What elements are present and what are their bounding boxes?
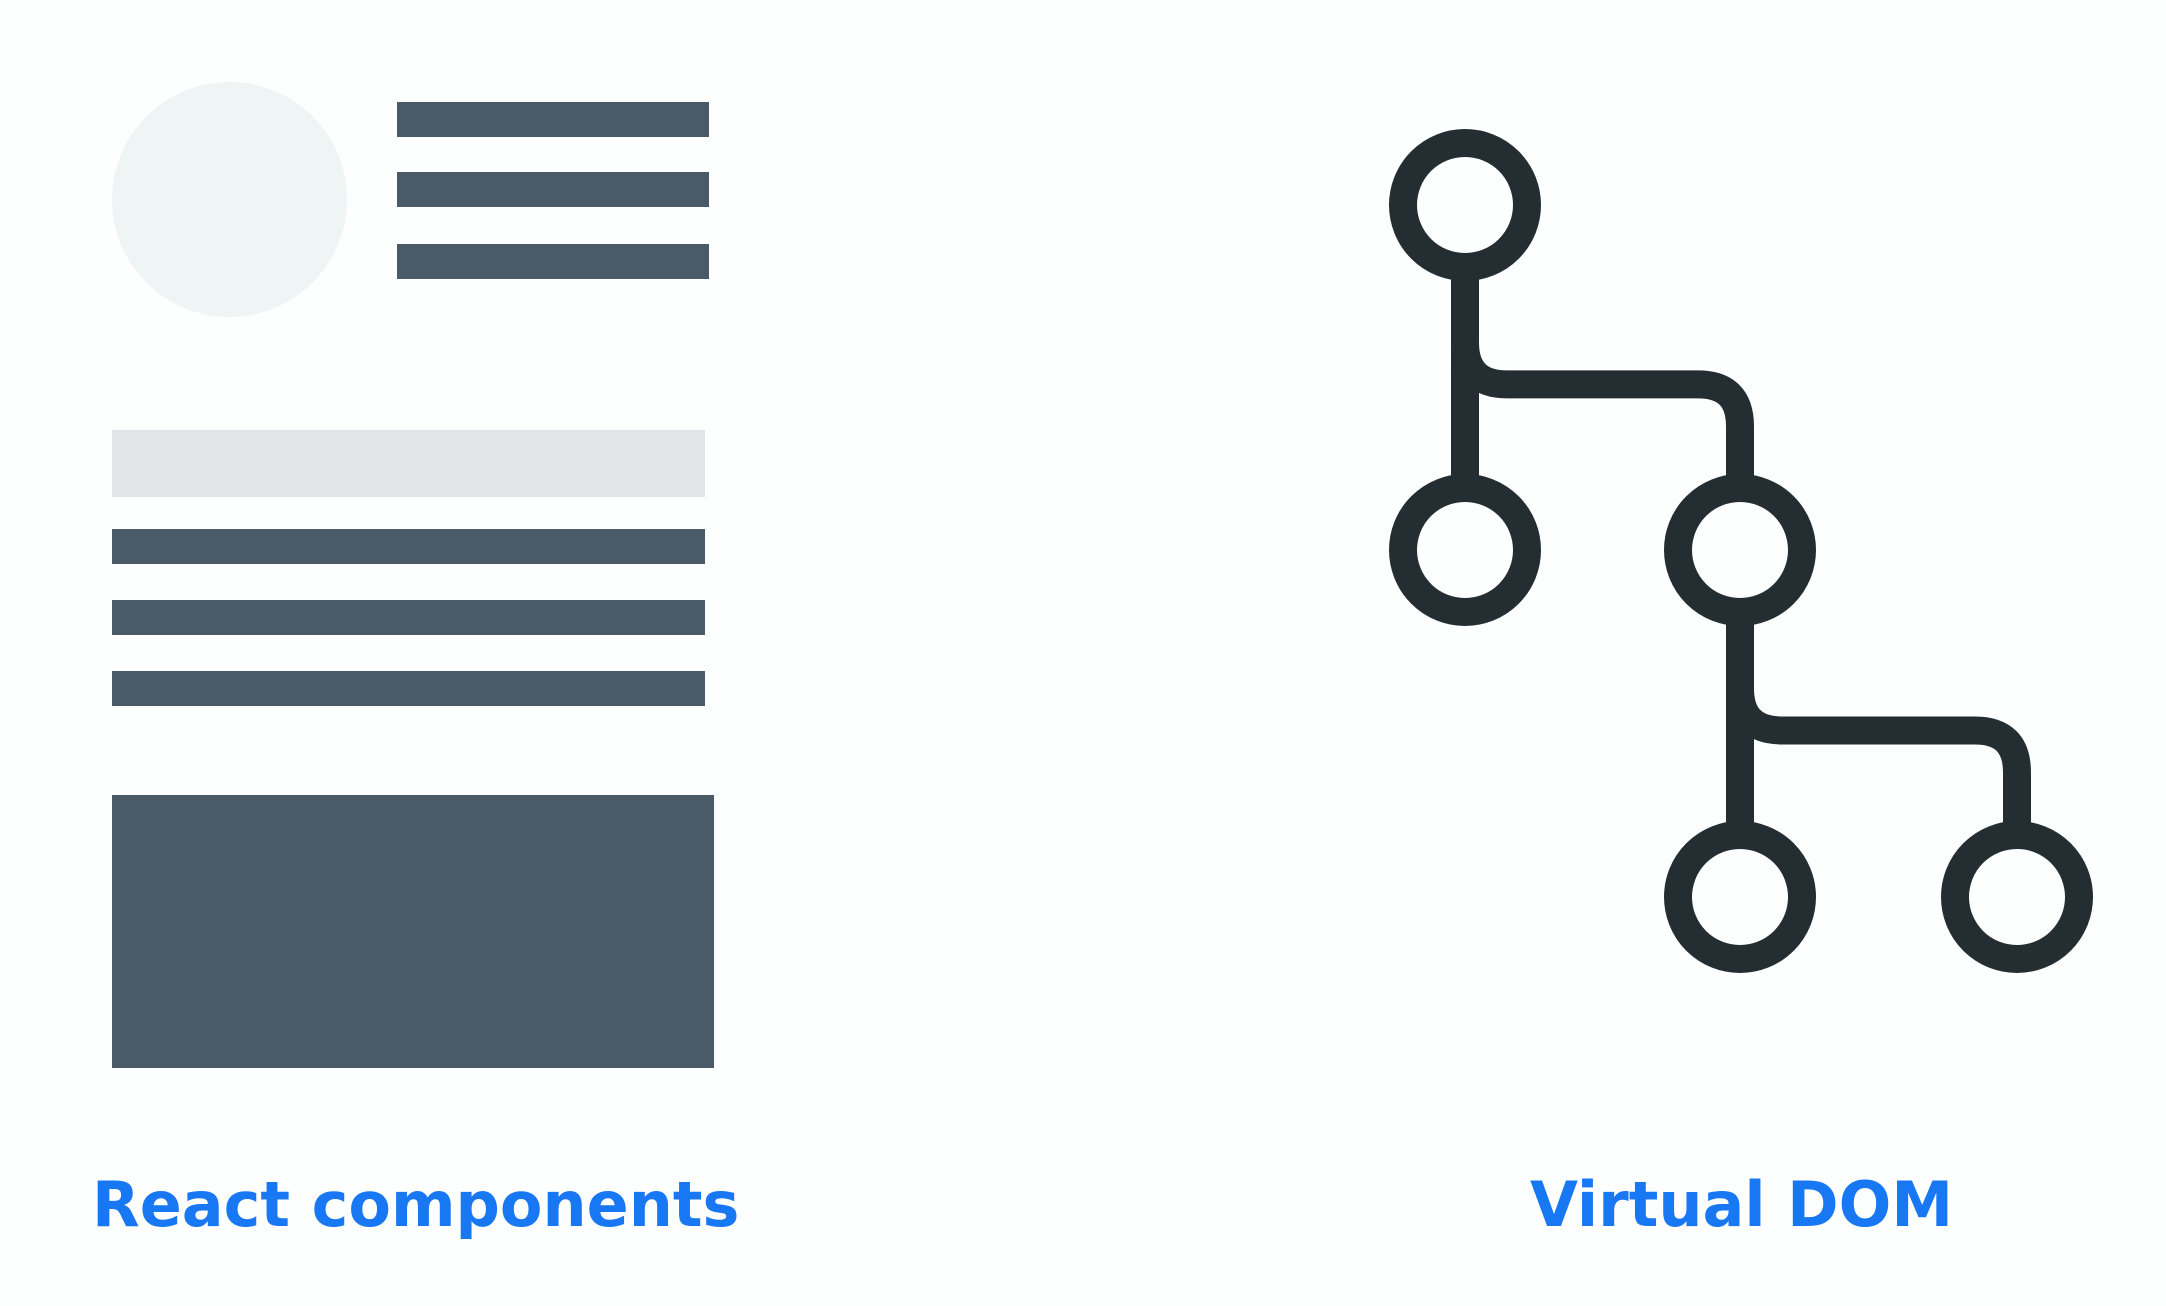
header-text-line <box>397 244 709 279</box>
tree-node-child-right <box>1664 474 1816 626</box>
body-text-line <box>112 671 705 706</box>
tree-edge-child-right-to-grandchild-right <box>1726 612 2031 835</box>
header-text-line <box>397 102 709 137</box>
body-text-line <box>112 600 705 635</box>
image-placeholder-block <box>112 795 714 1068</box>
virtual-dom-caption: Virtual DOM <box>1530 1168 1954 1241</box>
tree-node-grandchild-left <box>1664 821 1816 973</box>
header-text-line <box>397 172 709 207</box>
tree-node-child-left <box>1389 474 1541 626</box>
tree-node-grandchild-right <box>1941 821 2093 973</box>
body-text-line <box>112 529 705 564</box>
tree-node-root <box>1389 129 1541 281</box>
react-components-wireframe-icon <box>0 0 1000 1306</box>
avatar-placeholder <box>112 82 347 317</box>
react-components-caption: React components <box>92 1168 740 1241</box>
tree-edge-root-to-child-right <box>1451 267 1754 488</box>
title-placeholder-bar <box>112 430 705 497</box>
